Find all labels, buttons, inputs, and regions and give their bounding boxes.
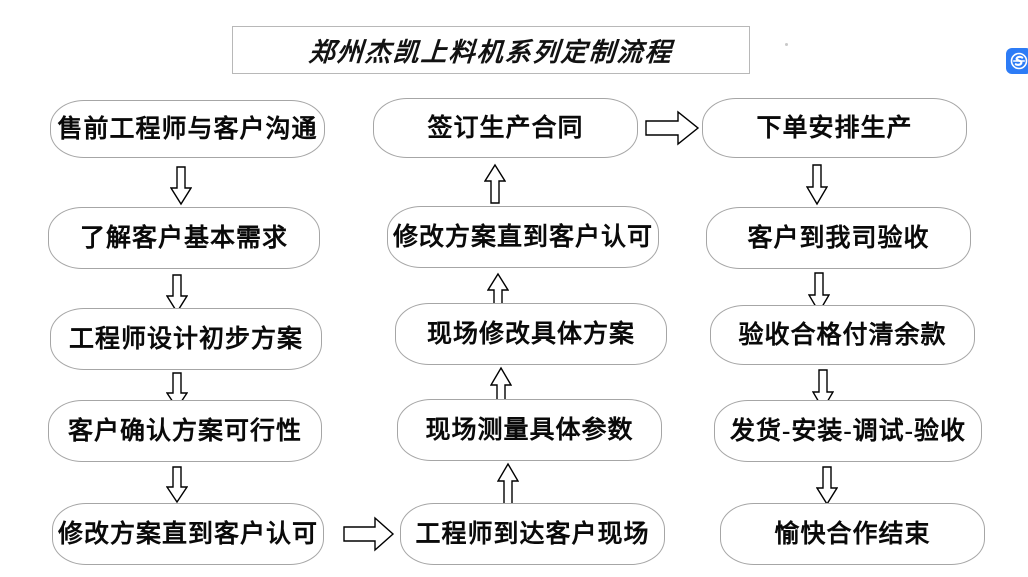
arrow-1-4-down-icon [166,466,188,504]
arrow-3-2-down-icon [808,272,830,314]
arrow-3-1-down-icon [806,164,828,206]
node-label: 验收合格付清余款 [738,321,947,349]
node-1-3[interactable]: 工程师设计初步方案 [50,308,322,370]
node-1-2[interactable]: 了解客户基本需求 [48,207,320,269]
arrow-3-4-down-icon [816,466,838,506]
node-2-3[interactable]: 现场修改具体方案 [395,303,667,365]
node-3-5[interactable]: 愉快合作结束 [720,503,985,565]
node-label: 愉快合作结束 [774,520,931,548]
node-label: 工程师到达客户现场 [415,520,650,548]
arrow-1-2-down-icon [166,274,188,314]
node-1-5[interactable]: 修改方案直到客户认可 [52,503,324,565]
chart-title-box: 郑州杰凯上料机系列定制流程 [232,26,750,74]
node-label: 售前工程师与客户沟通 [57,115,318,143]
arrow-2-4-up-icon [484,163,506,205]
node-label: 下单安排生产 [756,114,913,142]
node-label: 修改方案直到客户认可 [392,223,653,251]
node-label: 现场修改具体方案 [426,320,635,348]
node-1-1[interactable]: 售前工程师与客户沟通 [50,100,325,158]
node-label: 修改方案直到客户认可 [57,520,318,548]
node-3-1[interactable]: 下单安排生产 [702,98,967,158]
node-label: 现场测量具体参数 [425,416,634,444]
arrow-cross-bottom-right-icon [343,515,395,553]
image-speck-artifact [785,43,788,46]
node-2-1[interactable]: 签订生产合同 [373,98,638,158]
node-label: 工程师设计初步方案 [68,325,303,353]
node-label: 客户确认方案可行性 [67,417,302,445]
arrow-2-1-up-icon [497,462,519,506]
node-2-2[interactable]: 修改方案直到客户认可 [387,206,659,268]
node-label: 了解客户基本需求 [79,224,288,252]
page-title: 郑州杰凯上料机系列定制流程 [307,37,674,67]
node-2-4[interactable]: 现场测量具体参数 [397,399,662,461]
node-3-4[interactable]: 发货-安装-调试-验收 [714,400,982,462]
node-1-4[interactable]: 客户确认方案可行性 [48,400,322,462]
arrow-cross-top-right-icon [645,109,700,147]
s-logo-badge-icon [1006,48,1028,74]
node-label: 客户到我司验收 [747,224,930,252]
node-label: 发货-安装-调试-验收 [730,417,966,445]
arrow-1-1-down-icon [170,166,192,206]
node-label: 签订生产合同 [427,114,584,142]
node-3-3[interactable]: 验收合格付清余款 [710,305,975,365]
node-2-5[interactable]: 工程师到达客户现场 [400,503,665,565]
node-3-2[interactable]: 客户到我司验收 [706,207,971,269]
